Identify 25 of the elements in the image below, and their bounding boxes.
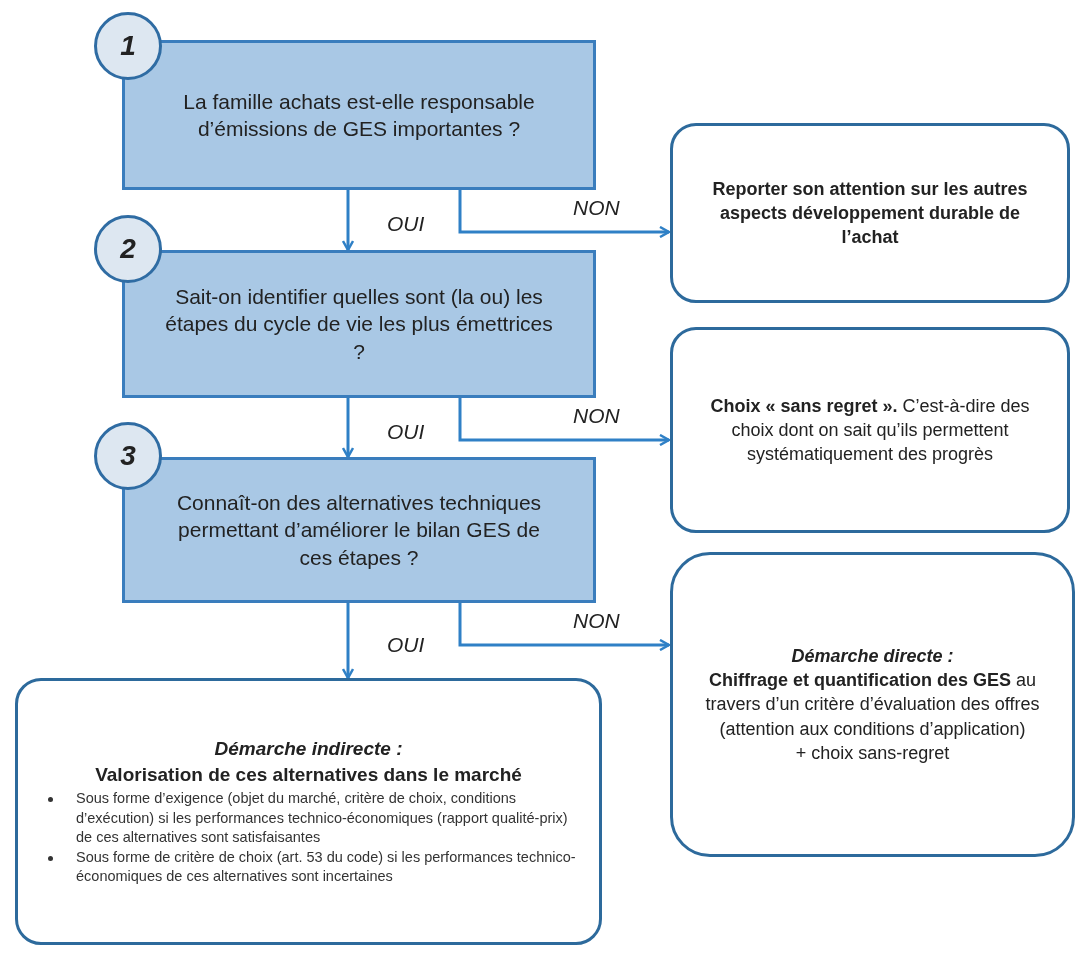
question-text: Connaît-on des alternatives techniques permettant d’améliorer le bilan GES de ces étapes ? [175,490,543,571]
arrow [341,398,355,459]
arrow [341,190,355,252]
bullet-text: Sous forme d’exigence (objet du marché, critère de choix, conditions d’exécution) si les performances technico-économiques (rapport qualité-prix) de ces alternatives sont satisfaisantes [76,790,568,846]
approach-subheading: Valorisation de ces alternatives dans le marché [95,762,522,787]
outcome-box [670,552,1075,857]
approach-heading: Démarche indirecte : [214,736,403,761]
question-text: La famille achats est-elle responsable d’émissions de GES importantes ? [182,88,536,142]
arrow [341,603,355,680]
outcome-text: Chiffrage et quantification des GES au travers d’un critère d’évaluation des offres (attention aux conditions d’application) [704,669,1041,741]
arrow [458,398,671,447]
outcome-text: Reporter son attention sur les autres aspects développement durable de l’achat [711,177,1029,250]
step-number: 3 [120,440,136,472]
step-number: 2 [120,233,136,265]
bullet-text: Sous forme de critère de choix (art. 53 du code) si les performances technico-économiques de ces alternatives sont incertaines [76,848,576,885]
arrow [458,190,671,239]
approach-heading: Démarche directe : [791,644,954,668]
question-text: Sait-on identifier quelles sont (la ou) les étapes du cycle de vie les plus émettrices ? [164,284,554,365]
outcome-box [670,327,1070,533]
outcome-box [670,123,1070,303]
step-number: 1 [120,30,136,62]
arrow [458,603,671,652]
outcome-text: + choix sans-regret [795,741,950,765]
outcome-text: Choix « sans regret ». C’est-à-dire des choix dont on sait qu’ils permettent systématiquement des progrès [709,394,1031,467]
outcome-box [15,678,602,945]
